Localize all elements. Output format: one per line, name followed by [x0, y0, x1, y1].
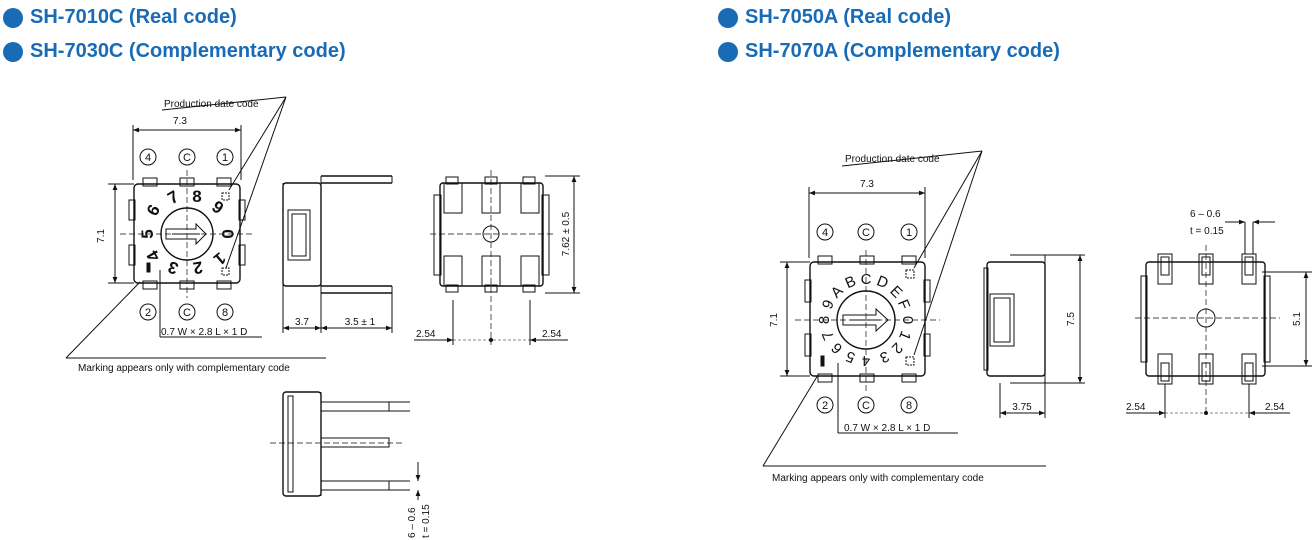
left-width-dim: 7.3	[173, 116, 187, 127]
dial-char-1: 1	[895, 328, 914, 342]
dial-digit-5: 5	[138, 229, 157, 238]
dial-char-6: 6	[828, 339, 846, 357]
left-side-dim-a: 3.7	[295, 317, 309, 328]
left-pin-top-c: C	[183, 152, 191, 164]
right-side-view: 7.5 3.75	[983, 254, 1085, 418]
heading-sh7010c-text: SH-7010C (Real code)	[30, 6, 237, 28]
dial-char-a: A	[828, 283, 847, 302]
left-back-view: 7.62 ± 0.5 2.54 2.54	[414, 170, 580, 345]
dial-char-d: D	[874, 272, 891, 292]
right-pin-top-4: 4	[822, 227, 828, 239]
bullet-icon	[3, 7, 23, 28]
heading-sh7050a: SH-7050A (Real code)	[718, 6, 951, 29]
dial-char-0: 0	[899, 316, 916, 324]
dial-digit-4: 4	[143, 246, 164, 264]
dial-char-e: E	[886, 283, 905, 302]
bullet-icon	[718, 7, 738, 28]
dial-digit-8: 8	[192, 187, 201, 206]
dial-char-2: 2	[888, 339, 906, 357]
dial-char-4: 4	[862, 352, 870, 369]
left-pin-bottom-8: 8	[222, 307, 228, 319]
left-marking-note: Marking appears only with complementary …	[78, 363, 290, 374]
dial-char-5: 5	[844, 347, 858, 366]
right-back-height-dim: 5.1	[1292, 312, 1303, 326]
right-top-view: Production date code 7.3 7.1	[762, 150, 1046, 484]
right-back-view: 6 – 0.6 t = 0.15 5.1 2.54 2.54	[1126, 209, 1312, 418]
dial-char-3: 3	[877, 347, 891, 366]
right-pin-dim-a: 6 – 0.6	[1190, 209, 1221, 220]
left-pin-dim-b: t = 0.15	[421, 504, 432, 538]
heading-sh7070a-text: SH-7070A (Complementary code)	[745, 40, 1060, 62]
heading-sh7030c-text: SH-7030C (Complementary code)	[30, 40, 346, 62]
heading-sh7050a-text: SH-7050A (Real code)	[745, 6, 951, 28]
dial-char-f: F	[894, 297, 913, 312]
left-pitch-dim-b: 2.54	[542, 329, 562, 340]
heading-sh7010c: SH-7010C (Real code)	[3, 6, 237, 29]
right-side-depth-dim: 3.75	[1012, 402, 1032, 413]
left-side-dim-b: 3.5 ± 1	[345, 317, 376, 328]
right-pin-bottom-2: 2	[822, 400, 828, 412]
dial-char-b: B	[843, 273, 859, 293]
left-pin-bottom-2: 2	[145, 307, 151, 319]
left-side-view: 3.7 3.5 ± 1	[282, 175, 393, 333]
left-pin-top-1: 1	[222, 152, 228, 164]
left-back-height-dim: 7.62 ± 0.5	[561, 211, 572, 256]
right-height-dim: 7.1	[769, 313, 780, 327]
dial-char-c: C	[861, 271, 872, 288]
dial-digit-3: 3	[165, 257, 180, 278]
bullet-icon	[718, 41, 738, 62]
dial-digit-7: 7	[164, 187, 182, 208]
heading-sh7030c: SH-7030C (Complementary code)	[3, 40, 346, 63]
bullet-icon	[3, 41, 23, 62]
left-pitch-dim-a: 2.54	[416, 329, 436, 340]
right-side-height-dim: 7.5	[1066, 312, 1077, 326]
left-top-view: Production date code 7.3 7.1	[65, 96, 326, 374]
left-pin-top-4: 4	[145, 152, 151, 164]
left-pin-dim-a: 6 – 0.6	[407, 507, 418, 538]
right-pin-dim-b: t = 0.15	[1190, 226, 1224, 237]
dial-digit-0: 0	[218, 229, 237, 238]
right-marking-box: 0.7 W × 2.8 L × 1 D	[844, 423, 930, 434]
heading-sh7070a: SH-7070A (Complementary code)	[718, 40, 1060, 63]
dial-char-8: 8	[816, 316, 833, 324]
left-pin-bottom-c: C	[183, 307, 191, 319]
right-production-date-label: Production date code	[845, 154, 940, 165]
dial-digit-1: 1	[210, 248, 229, 269]
left-pin-view: 6 – 0.6 t = 0.15	[270, 391, 432, 538]
right-marking-note: Marking appears only with complementary …	[772, 473, 984, 484]
right-pitch-dim-b: 2.54	[1265, 402, 1285, 413]
right-pin-bottom-c: C	[862, 400, 870, 412]
right-pitch-dim-a: 2.54	[1126, 402, 1146, 413]
right-pin-top-1: 1	[906, 227, 912, 239]
dial-digit-9: 9	[208, 197, 227, 218]
right-width-dim: 7.3	[860, 179, 874, 190]
right-pin-top-c: C	[862, 227, 870, 239]
left-marking-box: 0.7 W × 2.8 L × 1 D	[161, 327, 247, 338]
right-pin-bottom-8: 8	[906, 400, 912, 412]
dial-digit-6: 6	[143, 201, 164, 219]
dial-digit-2: 2	[192, 257, 205, 277]
dial-char-9: 9	[819, 298, 838, 312]
dial-char-7: 7	[819, 328, 838, 342]
left-height-dim: 7.1	[96, 229, 107, 243]
